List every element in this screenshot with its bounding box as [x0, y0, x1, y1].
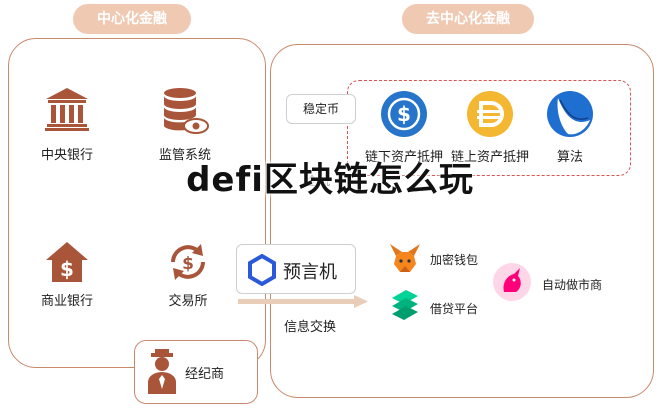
info-exchange-arrow [238, 295, 368, 308]
oracle-chainlink-icon [248, 254, 276, 286]
lending-platform-icon [392, 290, 418, 320]
svg-text:$: $ [60, 257, 74, 281]
bank-icon [45, 88, 89, 131]
offchain-collateral-label: 链下资产抵押 [364, 150, 443, 165]
database-eye-icon [164, 88, 209, 134]
market-maker-label: 自动做市商 [542, 278, 603, 292]
oracle-label: 预言机 [283, 262, 337, 283]
dai-coin-icon [467, 91, 513, 137]
stablecoin-dashed-group [347, 80, 631, 176]
onchain-collateral-label: 链上资产抵押 [450, 150, 529, 165]
lending-platform-label: 借贷平台 [430, 302, 479, 316]
svg-text:$: $ [182, 254, 194, 274]
dollar-exchange-icon: $ [171, 244, 205, 280]
offchain-collateral-node: $ 链下资产抵押 [365, 90, 443, 165]
regulatory-system-node: 监管系统 [150, 86, 220, 166]
occluded-label-fragment: 全流 [306, 174, 331, 188]
central-bank-node: 中央银行 [34, 86, 100, 166]
commercial-bank-label: 商业银行 [40, 294, 93, 309]
exchange-node: $ 交易所 [158, 240, 218, 310]
overlay-title: defi区块链怎么玩 [186, 160, 474, 200]
oracle-box: 预言机 [236, 244, 356, 294]
usdc-coin-icon: $ [381, 91, 427, 137]
algorithmic-coin-icon [547, 91, 593, 137]
info-exchange-caption: 信息交换 [284, 320, 337, 335]
broker-label: 经纪商 [185, 367, 225, 382]
crypto-wallet-label: 加密钱包 [430, 253, 479, 267]
centralized-title: 中心化金融 [73, 4, 191, 34]
onchain-collateral-node: 链上资产抵押 [451, 90, 529, 165]
unicorn-amm-icon [493, 263, 531, 301]
algorithm-label: 算法 [556, 150, 583, 165]
svg-text:$: $ [397, 102, 411, 126]
commercial-bank-node: $ 商业银行 [34, 240, 100, 310]
stablecoin-label: 稳定币 [302, 102, 339, 116]
fox-wallet-icon [390, 244, 420, 272]
decentralized-title: 去中心化金融 [402, 4, 534, 34]
decentralized-panel [270, 44, 654, 398]
central-bank-label: 中央银行 [40, 148, 93, 163]
broker-person-icon [148, 349, 176, 394]
algorithm-node: 算法 [542, 90, 598, 165]
stablecoin-box: 稳定币 [286, 94, 356, 124]
regulatory-system-label: 监管系统 [158, 148, 211, 163]
house-dollar-icon: $ [46, 242, 88, 282]
exchange-label: 交易所 [168, 294, 208, 309]
broker-box: 经纪商 [134, 340, 258, 404]
